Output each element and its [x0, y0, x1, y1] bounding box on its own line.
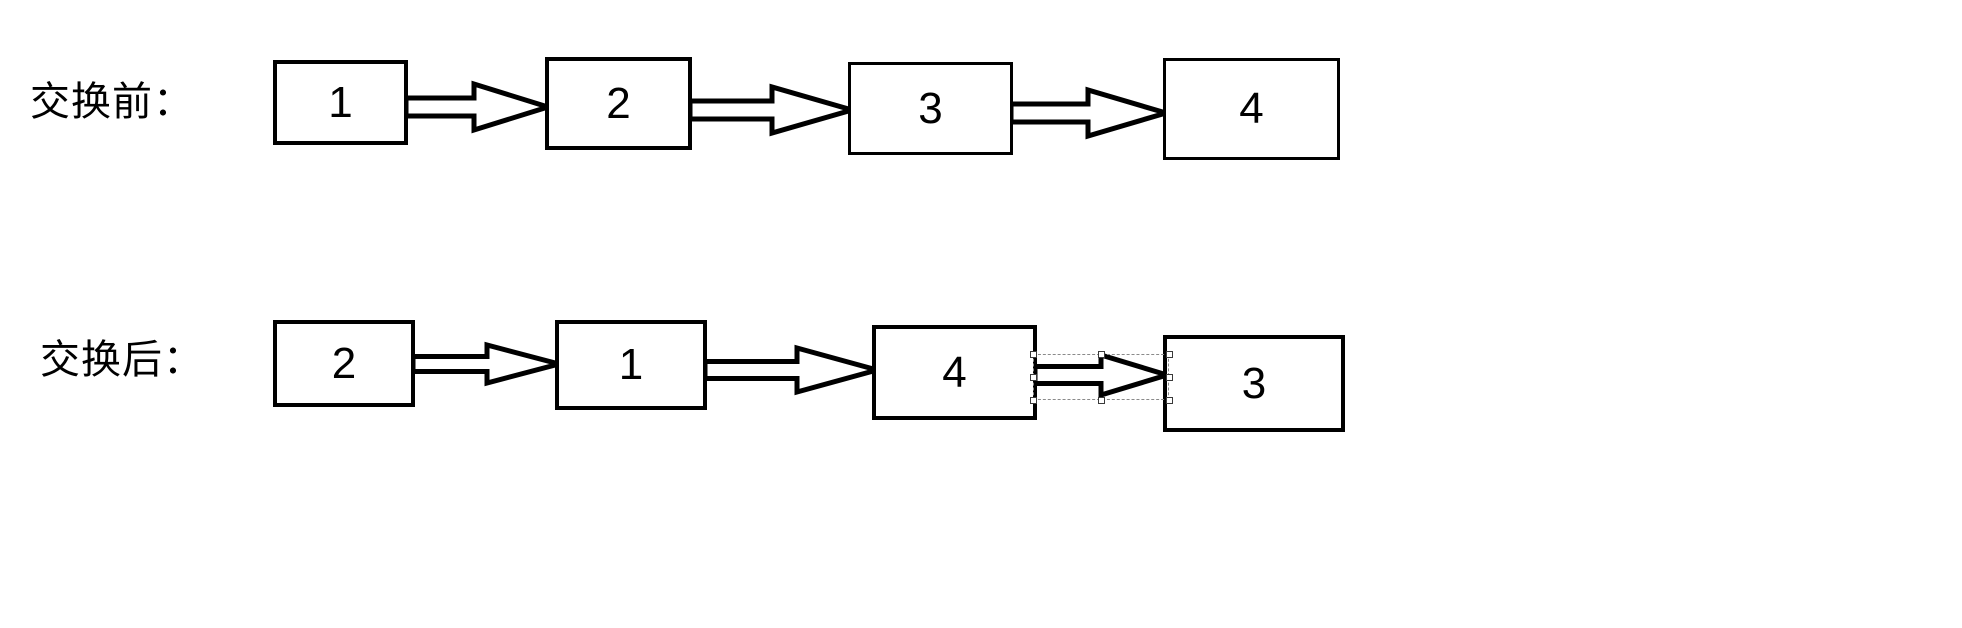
block-arrow-shape: [410, 341, 569, 387]
arrow-b-n2-to-b-n3[interactable]: [687, 83, 862, 137]
arrow-a-n2-to-a-n1[interactable]: [410, 341, 569, 387]
block-arrow-shape: [1032, 351, 1176, 399]
arrow-svg: [1032, 351, 1176, 399]
node-box-b-n4[interactable]: 4: [1163, 58, 1340, 160]
selection-handle-w[interactable]: [1029, 373, 1037, 381]
row-label-before: 交换前：: [30, 79, 194, 125]
block-arrow-shape: [687, 83, 862, 137]
selection-handle-nw[interactable]: [1029, 350, 1037, 358]
selection-handle-s[interactable]: [1097, 396, 1105, 404]
node-box-b-n3[interactable]: 3: [848, 62, 1013, 155]
node-label-b-n2: 2: [606, 78, 631, 128]
node-label-a-n4: 4: [942, 347, 967, 397]
node-box-a-n4[interactable]: 4: [872, 325, 1037, 420]
arrow-svg: [687, 83, 862, 137]
row-label-after: 交换后：: [40, 337, 204, 383]
arrow-b-n1-to-b-n2[interactable]: [403, 80, 557, 134]
node-label-a-n3: 3: [1241, 358, 1267, 408]
selection-handle-n[interactable]: [1097, 350, 1105, 358]
node-box-b-n1[interactable]: 1: [273, 60, 408, 145]
selection-handle-sw[interactable]: [1029, 396, 1037, 404]
block-arrow-shape: [403, 80, 557, 134]
arrow-a-n1-to-a-n4[interactable]: [702, 344, 887, 396]
arrow-b-n3-to-b-n4[interactable]: [1008, 86, 1175, 140]
node-label-b-n1: 1: [328, 77, 353, 127]
selection-handle-ne[interactable]: [1165, 350, 1173, 358]
node-box-b-n2[interactable]: 2: [545, 57, 692, 150]
block-arrow-shape: [1008, 86, 1175, 140]
arrow-svg: [410, 341, 569, 387]
node-label-a-n1: 1: [618, 340, 644, 389]
arrow-svg: [702, 344, 887, 396]
arrow-a-n4-to-a-n3[interactable]: [1032, 351, 1176, 399]
node-label-a-n2: 2: [331, 338, 357, 388]
node-label-b-n3: 3: [918, 83, 943, 133]
node-box-a-n2[interactable]: 2: [273, 320, 415, 407]
arrow-svg: [1008, 86, 1175, 140]
block-arrow-shape: [702, 344, 887, 396]
node-box-a-n3[interactable]: 3: [1163, 335, 1345, 432]
node-label-b-n4: 4: [1239, 84, 1264, 133]
arrow-svg: [403, 80, 557, 134]
selection-handle-e[interactable]: [1165, 373, 1173, 381]
selection-handle-se[interactable]: [1165, 396, 1173, 404]
node-box-a-n1[interactable]: 1: [555, 320, 707, 410]
